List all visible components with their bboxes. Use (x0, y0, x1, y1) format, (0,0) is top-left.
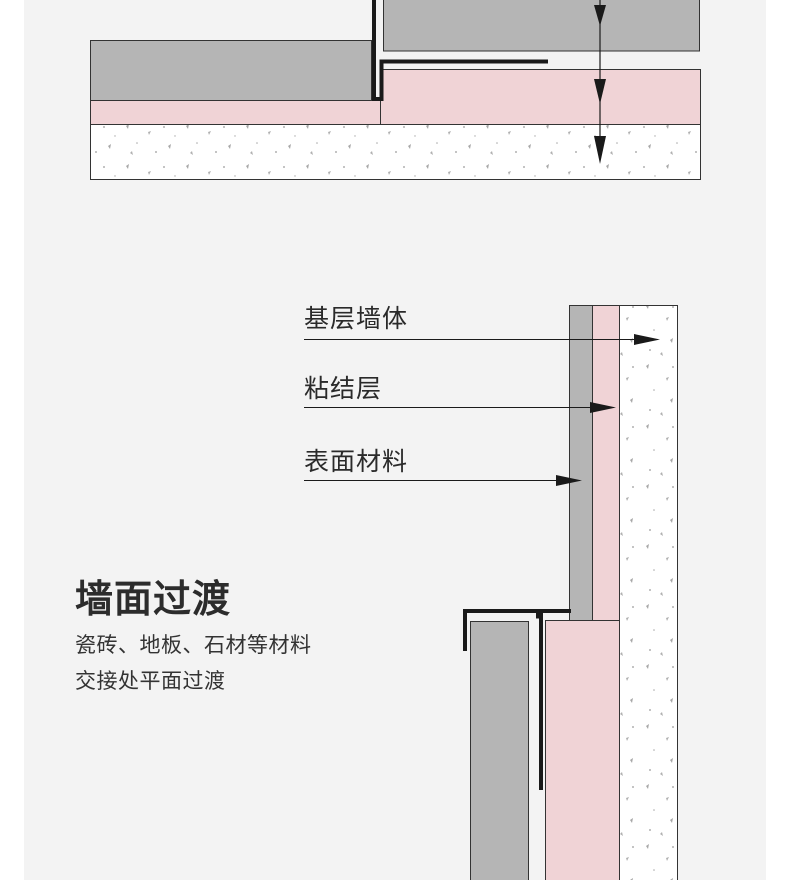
wall-tile-lower (470, 621, 529, 880)
label-surface-material: 表面材料 (304, 447, 409, 476)
floor-adhesive-right (380, 69, 701, 125)
floor-tile-right (383, 0, 700, 52)
floor-concrete-base (90, 124, 701, 180)
floor-adhesive-left (90, 100, 391, 125)
section-description-line2: 交接处平面过渡 (75, 669, 226, 693)
floor-transition-section (90, 0, 701, 180)
arrow-adhesive (590, 402, 616, 413)
wall-adhesive-upper (592, 305, 620, 626)
wall-concrete (619, 305, 678, 880)
label-base-wall: 基层墙体 (304, 304, 409, 333)
wall-tile-upper (569, 305, 593, 621)
wall-transition-section (304, 305, 678, 880)
arrow-surface (556, 475, 582, 486)
arrow-base-wall (634, 334, 660, 345)
section-title: 墙面过渡 (75, 577, 232, 621)
wall-adhesive-lower (545, 620, 620, 880)
section-description-line1: 瓷砖、地板、石材等材料 (75, 633, 312, 657)
floor-tile-left (90, 40, 372, 101)
label-adhesive-layer: 粘结层 (304, 374, 383, 403)
floor-dimension-arrow (594, 0, 606, 164)
